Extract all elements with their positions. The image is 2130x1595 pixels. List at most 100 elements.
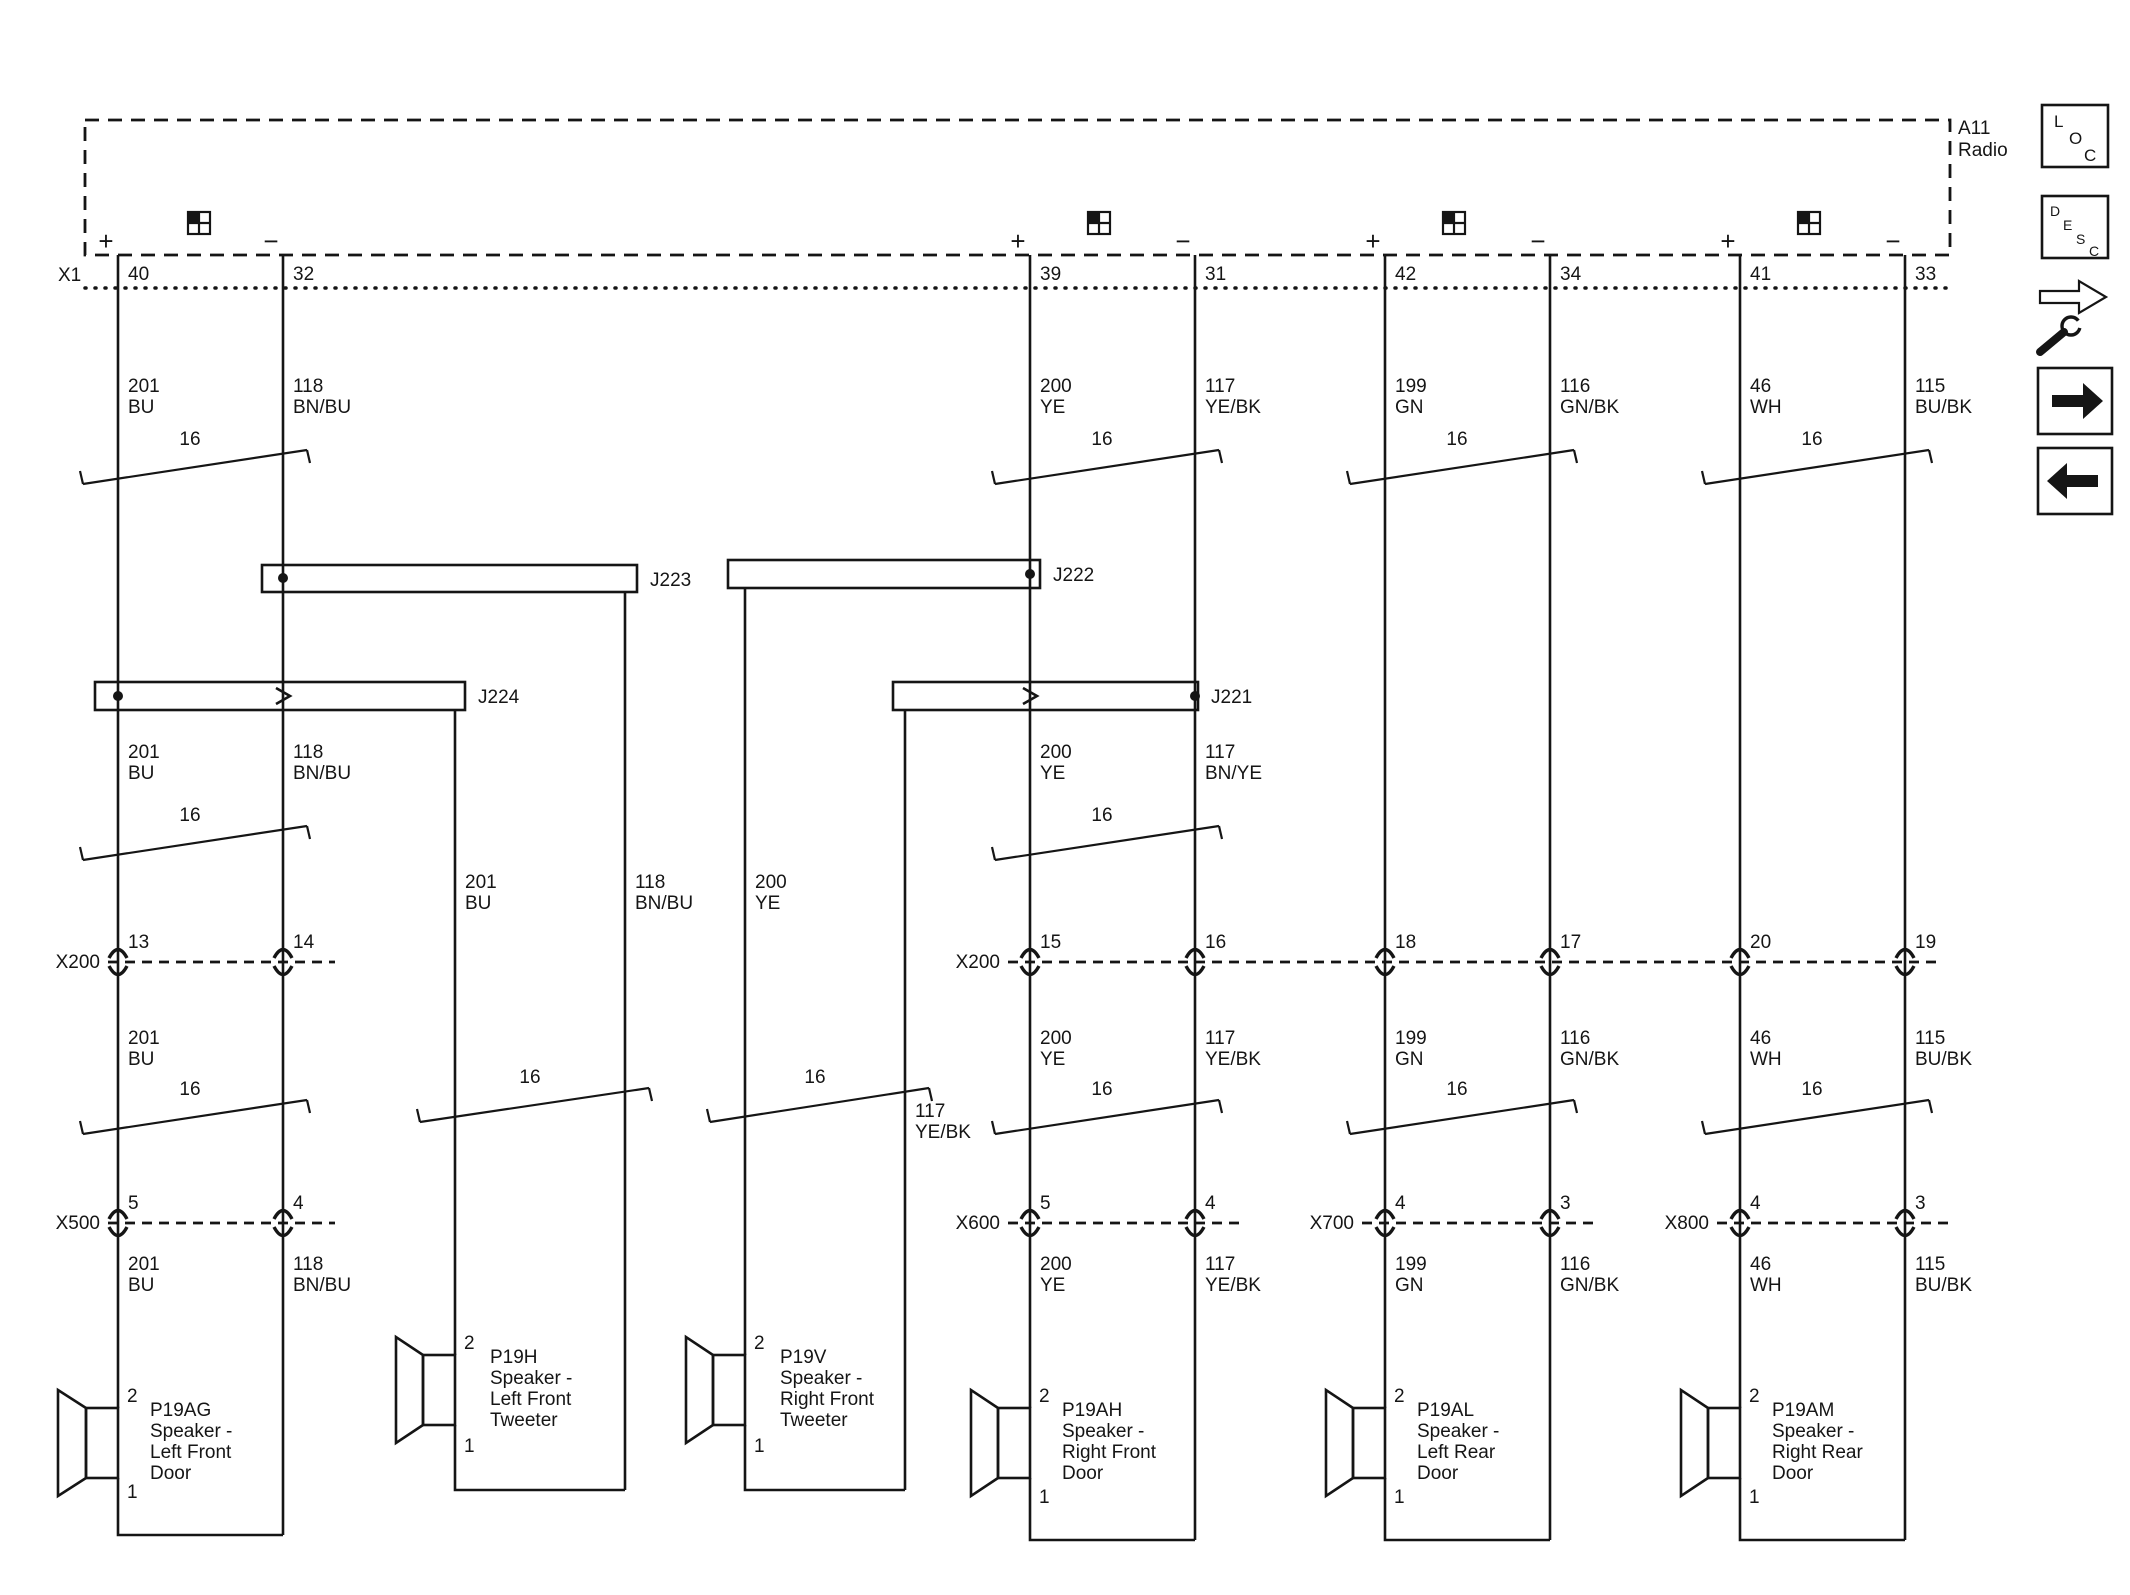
circuit-color: GN: [1395, 1049, 1424, 1070]
radio-pin: 33: [1915, 264, 1936, 285]
gauge-callout: 16: [1700, 1079, 1934, 1136]
terminal-icon: [1539, 1208, 1561, 1220]
speaker-desc: Speaker -: [780, 1368, 862, 1389]
circuit-number: 115: [1915, 1028, 1945, 1049]
wrench-jaw-notch: [2071, 315, 2089, 330]
speaker-negative-lead: [1383, 1478, 1550, 1542]
speaker-terminal-bottom: 1: [1749, 1487, 1760, 1508]
connector-pin: 16: [1205, 932, 1226, 953]
harness-routing-button[interactable]: [2036, 279, 2109, 356]
circuit-number: 199: [1395, 1028, 1427, 1049]
circuit-number: 118: [635, 872, 665, 893]
splice-label: J221: [1211, 687, 1252, 708]
circuit-color: YE/BK: [1205, 1049, 1261, 1070]
connector-name: X200: [956, 952, 1000, 973]
speaker-terminal-bottom: 1: [1039, 1487, 1050, 1508]
circuit-number: 117: [1205, 1028, 1235, 1049]
desc-letter: C: [2089, 243, 2099, 259]
connector-pin: 4: [1395, 1193, 1406, 1214]
connector-x800: X800 4 3: [1665, 1193, 1950, 1238]
circuit-number: 116: [1560, 1028, 1590, 1049]
loc-letter: L: [2054, 112, 2063, 131]
circuit-number: 201: [128, 376, 160, 397]
splice-joint-dot: [1190, 691, 1200, 701]
circuit-color: GN: [1395, 397, 1424, 418]
speaker-negative-lead: [1738, 1478, 1905, 1542]
desc-button[interactable]: D E S C: [2040, 194, 2110, 260]
speaker-id: P19AG: [150, 1400, 211, 1421]
connector-pin: 14: [293, 932, 315, 953]
gauge-callout: 16: [78, 1079, 312, 1136]
radio-id: A11: [1958, 118, 1990, 139]
connector-pin: 3: [1915, 1193, 1926, 1214]
speaker-desc: Left Rear: [1417, 1442, 1496, 1463]
speaker-id: P19H: [490, 1347, 538, 1368]
desc-letter: E: [2063, 217, 2072, 233]
terminal-icon: [1894, 947, 1916, 959]
polarity-sign: −: [263, 226, 278, 256]
polarity-sign: −: [1175, 226, 1190, 256]
gauge-label: 16: [1446, 429, 1467, 450]
connector-pin: 20: [1750, 932, 1771, 953]
speaker-desc: Door: [1417, 1463, 1459, 1484]
connector-pin: 4: [1750, 1193, 1761, 1214]
terminal-icon: [272, 1208, 294, 1220]
radio-pin: 39: [1040, 264, 1061, 285]
speaker-p19ag: 2 1 P19AG Speaker - Left Front Door: [56, 1386, 283, 1537]
circuit-color: BN/BU: [635, 893, 693, 914]
circuit-number: 46: [1750, 376, 1771, 397]
circuit-number: 201: [128, 1254, 160, 1275]
speaker-desc: Right Front: [780, 1389, 875, 1410]
speaker-desc: Speaker -: [1417, 1421, 1499, 1442]
terminal-icon: [1539, 965, 1561, 977]
radio-pin: 41: [1750, 264, 1771, 285]
next-page-button[interactable]: [2036, 366, 2114, 436]
connector-name: X700: [1310, 1213, 1354, 1234]
circuit-number: 201: [465, 872, 497, 893]
terminal-icon: [1539, 947, 1561, 959]
terminal-icon: [1374, 1208, 1396, 1220]
circuit-number: 201: [128, 1028, 160, 1049]
circuit-number: 200: [1040, 1254, 1072, 1275]
circuit-number: 200: [1040, 1028, 1072, 1049]
speaker-desc: Left Front: [150, 1442, 232, 1463]
speaker-p19h: 2 1 P19H Speaker - Left Front Tweeter: [394, 1333, 625, 1492]
splice-joint-dot: [278, 573, 288, 583]
circuit-color: YE: [1040, 397, 1065, 418]
circuit-color: BN/BU: [293, 397, 351, 418]
gauge-callout: 16: [1700, 429, 1934, 486]
connector-name: X200: [56, 952, 100, 973]
circuit-color: GN/BK: [1560, 397, 1619, 418]
circuit-number: 116: [1560, 1254, 1590, 1275]
terminal-icon: [107, 947, 129, 959]
terminal-icon: [107, 965, 129, 977]
circuit-color: BU/BK: [1915, 1275, 1972, 1296]
speaker-driver-icon: [996, 1406, 1032, 1480]
polarity-sign: +: [98, 226, 113, 256]
circuit-color: GN/BK: [1560, 1049, 1619, 1070]
circuit-number: 200: [1040, 742, 1072, 763]
speaker-desc: Speaker -: [1062, 1421, 1144, 1442]
speaker-p19ah: 2 1 P19AH Speaker - Right Front Door: [969, 1386, 1195, 1542]
gauge-callout: 16: [1345, 429, 1579, 486]
terminal-icon: [1729, 947, 1751, 959]
circuit-color: WH: [1750, 1275, 1782, 1296]
connector-x200-right: X200 15 16 18 17 20 19: [956, 932, 1938, 977]
connector-name: X800: [1665, 1213, 1709, 1234]
loc-button[interactable]: L O C: [2040, 103, 2110, 169]
terminal-icon: [1374, 1226, 1396, 1238]
terminal-icon: [107, 1208, 129, 1220]
polarity-sign: −: [1530, 226, 1545, 256]
speaker-driver-icon: [421, 1353, 457, 1427]
speaker-desc: Speaker -: [150, 1421, 232, 1442]
previous-page-button[interactable]: [2036, 446, 2114, 516]
x1-connector-label: X1: [58, 265, 81, 286]
speaker-id: P19V: [780, 1347, 827, 1368]
gauge-callout: 16: [78, 429, 312, 486]
connector-pin: 15: [1040, 932, 1061, 953]
speaker-desc: Door: [1062, 1463, 1104, 1484]
